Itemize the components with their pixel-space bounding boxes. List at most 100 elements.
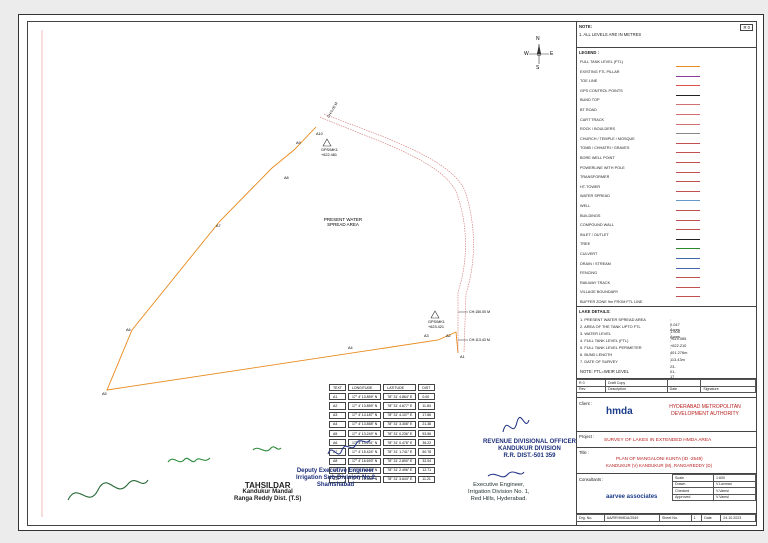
legend-item: VILLAGE BOUNDARY <box>580 288 750 298</box>
table-cell: 78° 31' 0.236" E <box>383 429 417 438</box>
lake-detail-label: 7. DATE OF SURVEY <box>580 359 618 364</box>
table-cell: A7 <box>329 448 346 456</box>
client-box: Client : hmda HYDERABAD METROPOLITAN DEV… <box>576 398 756 432</box>
legend-item: ROCK / BOULDERS <box>580 125 750 135</box>
tahsildar-stamp-line3: Ranga Reddy Dist. (T.S) <box>234 496 302 502</box>
legend-symbol-icon <box>676 289 700 298</box>
legend-item-label: FULL TANK LEVEL (FTL) <box>580 60 624 64</box>
ee-stamp-line2: Irrigation Division No. 1, <box>468 489 530 495</box>
table-cell: 17° 4' 16.439" N <box>347 466 382 474</box>
drawing-sheet: N W E S PRESENT WATER SPREAD AREA GPS/MK… <box>18 14 764 531</box>
lake-detail-row: 2. AREA OF THE TANK UPTO FTL: 1.908 Acre… <box>580 324 680 339</box>
tahsildar-stamp: TAHSILDAR Kandukur Mandal Ranga Reddy Di… <box>234 482 301 503</box>
table-cell: 21.38 <box>418 420 436 428</box>
legend-item-label: COMPOUND WALL <box>580 223 614 228</box>
rdo-stamp-line2: KANDUKUR DIVISION <box>498 446 561 452</box>
legend-item-label: EXISTING FTL PILLAR <box>580 69 620 74</box>
ee-stamp-line3: Red Hills, Hyderabad. <box>470 496 527 502</box>
ftl-boundary <box>106 126 459 391</box>
rdo-stamp-line1: REVENUE DIVISIONAL OFFICER <box>483 439 576 445</box>
compass-icon <box>529 44 549 64</box>
project-name: SURVEY OF LAKES IN EXTENDED HMDA AREA <box>604 438 712 443</box>
hmda-logo: hmda <box>606 406 633 417</box>
coord-header-cell: LATITUDE <box>383 384 417 392</box>
legend-item: BUILDINGS <box>580 212 750 222</box>
gps2-label: GPS/MK1 <box>428 320 445 324</box>
sheet-no-value: 1 <box>690 514 703 522</box>
legend-symbol-icon <box>676 59 700 67</box>
table-cell: 78° 31' 3.308" E <box>383 420 417 428</box>
rev-header: Description <box>605 385 668 393</box>
lake-detail-label: 3. WATER LEVEL <box>580 331 612 336</box>
lake-details-box: LAKE DETAILS: 1. PRESENT WATER SPREAD AR… <box>576 307 756 379</box>
legend-item-label: TOMB / CHHATRI / GRAVES <box>580 146 630 151</box>
point-label-a10: A10 <box>316 132 323 136</box>
legend-item-label: TOE LINE <box>580 79 598 84</box>
point-label-a6: A6 <box>126 328 131 332</box>
table-cell: 36.22 <box>418 439 436 447</box>
lake-plan-svg <box>41 30 549 517</box>
footer-box: Drg. No. AA/RR/HMDA/2549 Sheet No. 1 Dat… <box>576 514 756 525</box>
legend-item-label: GPS CONTROL POINTS <box>580 88 623 93</box>
tahsildar-stamp-line1: TAHSILDAR <box>244 481 291 490</box>
coord-header-cell: DIST <box>418 384 436 392</box>
dee-stamp-line2: Irrigation Sub-Division No.2 <box>296 475 376 481</box>
legend-item-label: WATER SPREAD <box>580 194 610 199</box>
table-cell: 32.04 <box>418 457 436 465</box>
legend-symbol-icon <box>676 155 700 163</box>
lake-detail-value: : +622.210 <box>670 338 687 348</box>
table-cell: 78° 31' 0.478" E <box>383 439 417 447</box>
lake-detail-value: : +619.065 <box>670 331 687 341</box>
gps-marker-icon-2 <box>430 310 440 319</box>
legend-item-label: FENCING <box>580 271 598 276</box>
table-cell: 50.78 <box>418 448 436 456</box>
legend-item-label: HT-TOWER <box>580 184 601 189</box>
point-label-a4: A4 <box>348 346 353 350</box>
legend-item-label: BUILDINGS <box>580 213 601 218</box>
legend-item: HT-TOWER <box>580 183 750 193</box>
title-panel: NOTE: 1. ALL LEVELS ARE IN METRES R 0 LE… <box>576 22 756 525</box>
lake-detail-row: 5. FULL TANK LEVEL PERIMETER: 401.276m <box>580 345 687 355</box>
table-cell: 17° 4' 14.291" N <box>347 439 382 447</box>
consultants-label: Consultants : <box>579 477 604 482</box>
notes-text: 1. ALL LEVELS ARE IN METRES <box>579 32 642 37</box>
footer-row: Drg. No. AA/RR/HMDA/2549 Sheet No. 1 Dat… <box>576 514 756 522</box>
legend-item-label: BORE WELL POINT <box>580 156 615 160</box>
legend-item-label: CHURCH / TEMPLE / MOSQUE <box>580 136 635 141</box>
rev-header: Signature <box>700 385 756 393</box>
lake-detail-value: : 113.43m <box>670 352 685 362</box>
table-cell: A9 <box>329 466 346 474</box>
lake-detail-value: : 401.276m <box>670 345 688 355</box>
legend-item: WELL <box>580 202 750 212</box>
point-label-a8: A8 <box>284 176 289 180</box>
coord-header-cell: TEXT <box>329 384 346 392</box>
client-org: HYDERABAD METROPOLITAN DEVELOPMENT AUTHO… <box>669 404 741 417</box>
lake-detail-label: 1. PRESENT WATER SPREAD AREA <box>580 317 646 322</box>
legend-item: BUND TOP <box>580 96 750 106</box>
legend-symbol-icon <box>676 261 700 269</box>
legend-item-label: INLET / OUTLET <box>580 232 609 237</box>
legend-item: BT ROAD <box>580 106 750 116</box>
consultant-logo: aarvee associates <box>606 494 658 500</box>
legend-title: LEGEND : <box>579 50 600 55</box>
table-cell: 78° 31' 2.890" E <box>383 457 417 465</box>
legend-item: TOE LINE <box>580 77 750 87</box>
drawing-no-value: AA/RR/HMDA/2549 <box>603 514 660 522</box>
table-cell: A1 <box>329 393 346 401</box>
map-area: N W E S PRESENT WATER SPREAD AREA GPS/MK… <box>28 22 577 525</box>
ee-stamp-line1: Executive Engineer, <box>473 482 525 488</box>
compass-e-label: E <box>550 51 554 57</box>
table-cell: 17° 4' 16.693" N <box>347 457 382 465</box>
legend-item-label: ROCK / BOULDERS <box>580 127 616 132</box>
coord-header-row: TEXT LONGITUDE LATITUDE DIST <box>329 384 436 392</box>
legend-symbol-icon <box>676 97 700 106</box>
